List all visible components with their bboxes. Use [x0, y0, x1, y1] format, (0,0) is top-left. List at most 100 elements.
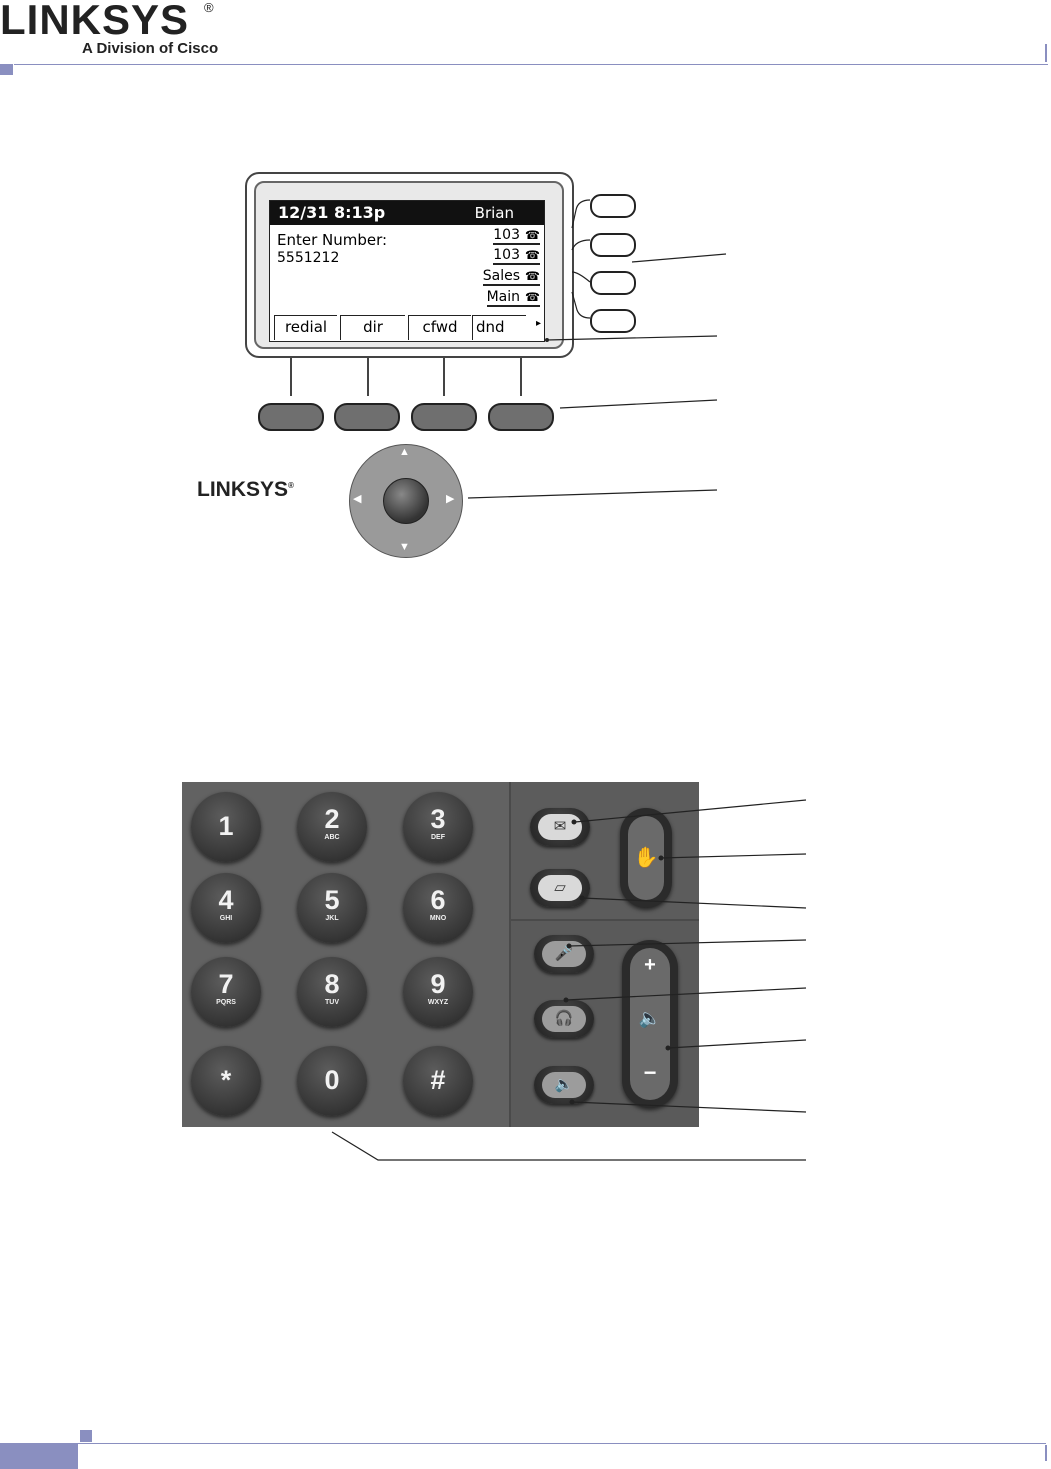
- softkey-button-1[interactable]: [258, 403, 324, 431]
- softkey-stem: [290, 356, 292, 396]
- lcd-date-time: 12/31 8:13p: [278, 203, 386, 222]
- callout-headset: [565, 987, 807, 1001]
- navigation-select-button[interactable]: [383, 478, 429, 524]
- callout-lcd: [546, 335, 718, 341]
- line-key-3[interactable]: [590, 271, 636, 295]
- volume-up-icon[interactable]: +: [644, 954, 656, 976]
- line-key-1[interactable]: [590, 194, 636, 218]
- linksys-logo: LINKSYS: [0, 0, 190, 43]
- lcd-screen: 12/31 8:13p Brian Enter Number: 5551212 …: [269, 200, 545, 342]
- key-digit: 2: [324, 804, 340, 834]
- softkey-button-4[interactable]: [488, 403, 554, 431]
- line-key-connector: [571, 291, 591, 319]
- keypad-photo-divider: [511, 919, 699, 921]
- key-digit: 1: [218, 811, 234, 841]
- navigation-pad[interactable]: [349, 444, 463, 558]
- callout-messages: [574, 799, 807, 823]
- key-digit: 8: [324, 969, 340, 999]
- lcd-line-label: Main: [486, 289, 520, 305]
- softkey-button-3[interactable]: [411, 403, 477, 431]
- key-star[interactable]: *: [191, 1046, 261, 1116]
- callout-speaker: [571, 1101, 807, 1113]
- callout-volume: [667, 1039, 807, 1049]
- footer-tick: [1045, 1445, 1047, 1461]
- lcd-user-name: Brian: [474, 204, 514, 222]
- header-marker: [0, 64, 13, 75]
- key-letters: WXYZ: [427, 999, 449, 1006]
- setup-button[interactable]: ▱: [530, 869, 590, 907]
- phone-icon: ☎: [525, 228, 540, 242]
- key-pound[interactable]: #: [403, 1046, 473, 1116]
- line-key-4[interactable]: [590, 309, 636, 333]
- softkey-stem: [520, 356, 522, 396]
- volume-rocker[interactable]: + 🔈 −: [622, 940, 678, 1108]
- headset-button[interactable]: 🎧: [534, 1000, 594, 1038]
- setup-icon: ▱: [538, 875, 582, 901]
- line-key-connector: [571, 199, 591, 229]
- lcd-entered-number: 5551212: [277, 250, 340, 266]
- speaker-button[interactable]: 🔈: [534, 1066, 594, 1104]
- hold-icon: ✋: [628, 816, 664, 900]
- key-digit: #: [430, 1065, 446, 1095]
- lcd-prompt: Enter Number:: [277, 231, 388, 249]
- softkey-label-dnd: dnd: [472, 315, 526, 340]
- speaker-icon: 🔈: [542, 1072, 586, 1098]
- key-digit: 3: [430, 804, 446, 834]
- lcd-status-bar: 12/31 8:13p Brian: [270, 201, 544, 225]
- callout-line-keys: [631, 253, 727, 263]
- line-key-2[interactable]: [590, 233, 636, 257]
- key-digit: 5: [324, 885, 340, 915]
- nav-left-icon[interactable]: ◀: [353, 493, 362, 505]
- line-key-connector: [571, 271, 591, 283]
- key-1[interactable]: 1: [191, 792, 261, 862]
- phone-icon: ☎: [525, 269, 540, 283]
- softkey-label-dir: dir: [340, 315, 405, 340]
- key-digit: 9: [430, 969, 446, 999]
- lcd-line-1: 103☎: [493, 227, 540, 245]
- callout-hold: [659, 853, 807, 859]
- logo-subtitle: A Division of Cisco: [82, 40, 219, 57]
- hold-button[interactable]: ✋: [620, 808, 672, 908]
- phone-icon: ☎: [525, 290, 540, 304]
- key-letters: GHI: [219, 915, 233, 922]
- softkey-button-2[interactable]: [334, 403, 400, 431]
- key-letters: MNO: [429, 915, 447, 922]
- softkey-stem: [367, 356, 369, 396]
- phone-brand-text: LINKSYS: [197, 478, 289, 501]
- more-arrow-icon: ▸: [535, 318, 541, 329]
- nav-up-icon[interactable]: ▲: [399, 446, 410, 458]
- volume-down-icon[interactable]: −: [643, 1060, 657, 1085]
- messages-icon: ✉: [538, 814, 582, 840]
- key-digit: 4: [218, 885, 234, 915]
- volume-face: [630, 948, 670, 1100]
- mute-icon: 🎤: [542, 941, 586, 967]
- lcd-line-label: 103: [493, 247, 520, 263]
- callout-mute: [568, 939, 807, 947]
- softkey-label-redial: redial: [274, 315, 337, 340]
- nav-right-icon[interactable]: ▶: [446, 493, 455, 505]
- messages-button[interactable]: ✉: [530, 808, 590, 846]
- lcd-line-label: Sales: [482, 268, 520, 284]
- header-tick: [1045, 44, 1047, 62]
- line-key-connector: [571, 239, 591, 251]
- phone-brand-logo: LINKSYS®: [197, 478, 294, 502]
- callout-keypad: [331, 1131, 806, 1161]
- nav-down-icon[interactable]: ▼: [399, 541, 410, 553]
- key-digit: 0: [324, 1065, 340, 1095]
- key-digit: 7: [218, 969, 234, 999]
- key-0[interactable]: 0: [297, 1046, 367, 1116]
- mute-button[interactable]: 🎤: [534, 935, 594, 973]
- headset-icon: 🎧: [542, 1006, 586, 1032]
- footer-bar: [0, 1444, 78, 1469]
- key-letters: ABC: [324, 834, 340, 841]
- footer-rule: [0, 1443, 1046, 1444]
